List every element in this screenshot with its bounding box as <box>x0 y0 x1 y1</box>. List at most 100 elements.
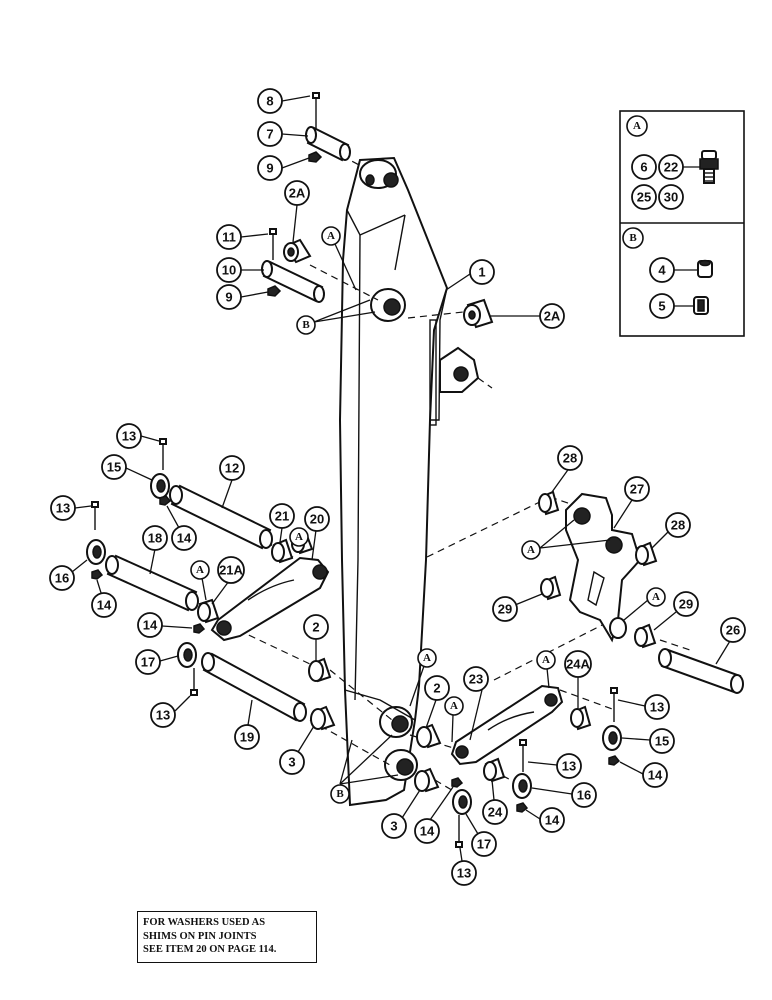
callout-13-right-upper <box>644 694 670 720</box>
leader-13-bottom <box>459 847 463 862</box>
leader-a-bracket-2 <box>539 539 611 549</box>
nut-9-top <box>308 151 323 163</box>
leader-27 <box>613 499 633 529</box>
callout-19 <box>234 724 260 750</box>
callout-13-right-upper-text: 13 <box>650 700 664 715</box>
bolt-13-left <box>91 501 99 530</box>
bushing-2-right <box>416 723 442 749</box>
callout-29-right <box>673 591 699 617</box>
legend-box: A 6 22 25 30 B 4 5 <box>619 110 745 337</box>
leader-18 <box>149 548 156 575</box>
callout-26-text: 26 <box>726 623 740 638</box>
pin-26 <box>658 648 744 694</box>
callout-13-bottom-text: 13 <box>457 866 471 881</box>
callout-20-text: 20 <box>310 512 324 527</box>
legend-item-5-text: 5 <box>658 299 665 314</box>
leader-20 <box>311 529 317 561</box>
callouts: 8 7 9 2A 11 10 9 1 2A 13 <box>49 88 746 886</box>
letter-badges: A B A A A A A A A B <box>190 226 666 804</box>
bushing-2a-left <box>283 238 312 264</box>
legend-item-6 <box>631 154 657 180</box>
callout-14-upper <box>171 525 197 551</box>
callout-2-left-text: 2 <box>312 620 319 635</box>
nut-14-right <box>608 755 621 766</box>
bolt-13-right-middle <box>519 739 527 772</box>
legend-item-25-text: 25 <box>637 190 651 205</box>
callout-14-right-text: 14 <box>648 768 663 783</box>
letter-a-arm-lower-text: A <box>423 652 431 664</box>
legend-b-label: B <box>629 232 637 244</box>
callout-1 <box>469 259 495 285</box>
leader-12 <box>221 479 233 509</box>
callout-2a-right-text: 2A <box>544 309 561 324</box>
leader-13-right-upper <box>617 699 646 707</box>
bushing-2a-right <box>463 298 494 329</box>
letter-b-bottom-text: B <box>336 788 344 800</box>
callout-13-bottom <box>451 860 477 886</box>
top-pin-assembly <box>261 92 494 329</box>
callout-28-lower-text: 28 <box>671 518 685 533</box>
callout-27-text: 27 <box>630 482 644 497</box>
callout-15 <box>101 454 127 480</box>
callout-16-right-text: 16 <box>577 788 591 803</box>
letter-a-link23-end <box>536 650 556 670</box>
callout-13-left-text: 13 <box>56 501 70 516</box>
callout-7-text: 7 <box>266 127 273 142</box>
callout-28-lower <box>665 512 691 538</box>
leader-13-upper <box>140 435 160 442</box>
callout-26 <box>720 617 746 643</box>
callout-3-right <box>381 813 407 839</box>
callout-21 <box>269 503 295 529</box>
leader-b-top-2 <box>313 311 376 323</box>
bushing-24 <box>483 757 506 783</box>
letter-a-arm-lower <box>417 648 437 668</box>
leader-8 <box>281 95 311 102</box>
callout-2a-right <box>539 303 565 329</box>
note-line-3: SEE ITEM 20 ON PAGE 114. <box>143 944 277 955</box>
leader-15 <box>125 467 153 481</box>
leader-17-right <box>465 813 479 835</box>
callout-13-lower-left-text: 13 <box>156 708 170 723</box>
leader-29-right <box>653 611 677 631</box>
pin-10 <box>261 260 325 303</box>
leader-b-bottom-3 <box>339 774 399 785</box>
plug-5-icon <box>693 296 709 315</box>
leader-23 <box>469 689 483 741</box>
callout-17-right-text: 17 <box>477 837 491 852</box>
leader-3-right <box>401 789 421 819</box>
callout-21-text: 21 <box>275 509 289 524</box>
callout-14-left-text: 14 <box>97 598 112 613</box>
leader-13-left <box>74 505 92 509</box>
callout-16-left-text: 16 <box>55 571 69 586</box>
nut-14-right-lower <box>516 802 529 813</box>
nut-14-bottom <box>451 777 464 788</box>
callout-3-left <box>279 749 305 775</box>
legend-item-30 <box>658 184 684 210</box>
leader-21 <box>279 527 283 543</box>
leader-29-left <box>514 593 543 606</box>
leader-13-lower-left <box>174 695 191 712</box>
letter-a-top-text: A <box>327 230 335 242</box>
callout-9-top-text: 9 <box>266 161 273 176</box>
callout-15-right <box>649 728 675 754</box>
note-line-1: FOR WASHERS USED AS <box>143 917 266 928</box>
washer-17-right <box>452 789 472 815</box>
callout-17-right <box>471 831 497 857</box>
nut-9-middle <box>267 285 282 297</box>
pin-18 <box>105 554 199 612</box>
callout-16-right <box>571 782 597 808</box>
callout-18 <box>142 525 168 551</box>
letter-a-21a-text: A <box>196 564 204 576</box>
callout-19-text: 19 <box>240 730 254 745</box>
pin-7 <box>305 126 351 162</box>
link-20 <box>210 556 330 642</box>
callout-24a-text: 24A <box>566 657 590 672</box>
leader-14-right <box>619 761 644 775</box>
nut-14-c <box>193 623 206 634</box>
left-linkage-assembly <box>86 438 336 731</box>
callout-17-left <box>135 649 161 675</box>
legend-item-6-text: 6 <box>640 160 647 175</box>
callout-13-upper <box>116 423 142 449</box>
legend-item-25 <box>631 184 657 210</box>
bushing-24a <box>570 705 592 731</box>
